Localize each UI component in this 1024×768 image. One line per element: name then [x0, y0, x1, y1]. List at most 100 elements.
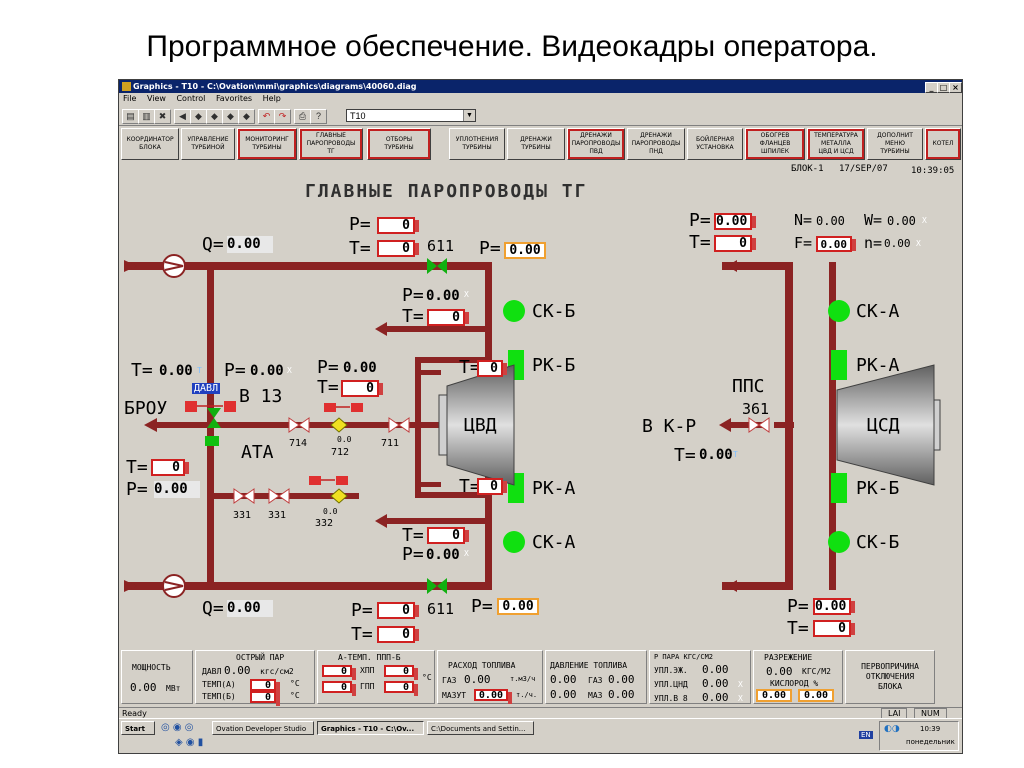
right-rka-label: РК-А [856, 355, 900, 376]
status-ready: Ready [122, 709, 147, 718]
next-icon[interactable]: ◆ [238, 109, 255, 124]
a-temp-panel: А-ТЕМП. ППП-Б 0 ХПП 0 0 ГПП 0 °C [317, 650, 435, 704]
pipe-ska-branch [381, 518, 485, 524]
nav-button-12[interactable]: ДОПОЛНИТ МЕНЮ ТУРБИНЫ [867, 128, 923, 160]
close-diagram-icon[interactable]: ✖ [154, 109, 171, 124]
sk-b-label: СК-Б [532, 301, 576, 322]
nav-button-5[interactable]: УПЛОТНЕНИЯ ТУРБИНЫ [449, 128, 505, 160]
arrow-csd-bottom [727, 580, 737, 592]
nav-button-2[interactable]: МОНИТОРИНГ ТУРБИНЫ [237, 128, 297, 160]
nav-button-1[interactable]: УПРАВЛЕНИЕ ТУРБИНОЙ [181, 128, 235, 160]
menu-view[interactable]: View [146, 94, 166, 103]
sk-a-icon [503, 531, 525, 553]
help-icon[interactable]: ? [310, 109, 327, 124]
t-label: Т= [689, 232, 711, 253]
p-label: Р= [126, 479, 148, 500]
b1-value: 0 [322, 681, 356, 696]
p-label: Р= [349, 214, 371, 235]
pipe-bottom [181, 582, 492, 590]
t-label: Т= [126, 457, 148, 478]
redo-icon[interactable]: ↷ [274, 109, 291, 124]
nav-button-0[interactable]: КООРДИНАТОР БЛОКА [121, 128, 179, 160]
t-label: Т= [674, 445, 696, 466]
mazut-value: 0.00 [474, 689, 512, 704]
upl-v8-value: 0.00 [702, 691, 729, 704]
p-label: Р= [351, 600, 373, 621]
xpp-label: ХПП [360, 666, 375, 675]
pipe-ata [214, 422, 439, 428]
menu-favorites[interactable]: Favorites [215, 94, 253, 103]
nav-button-7[interactable]: ДРЕНАЖИ ПАРОПРОВОДЫ ПВД [567, 128, 625, 160]
upl-cnd-label: УПЛ.ЦНД [654, 680, 688, 689]
diagram-select[interactable]: T10 ▼ [346, 109, 476, 122]
fp-maz-value: 0.00 [608, 688, 635, 701]
chevron-down-icon[interactable]: ▼ [463, 110, 475, 121]
valve-332-value: 0.0 [323, 507, 338, 516]
nav-button-8[interactable]: ДРЕНАЖИ ПАРОПРОВОДЫ ПНД [627, 128, 685, 160]
nav-button-4[interactable]: ОТБОРЫ ТУРБИНЫ [367, 128, 431, 160]
a2-value: 0 [384, 665, 418, 680]
nav-button-3[interactable]: ГЛАВНЫЕ ПАРОПРОВОДЫ ТГ [299, 128, 363, 160]
p-brou-value: 0.00 [250, 363, 284, 379]
valve-712-icon[interactable] [330, 417, 348, 433]
valve-611-top-icon[interactable] [427, 258, 437, 274]
t-right-bottom-value: 0 [813, 620, 855, 637]
t-label: Т= [402, 306, 424, 327]
tray-day: понедельник [906, 738, 955, 746]
taskbar: Start ◎ ◉ ◎ ◈ ◉ ▮ Ovation Developer Stud… [119, 718, 962, 753]
menu-help[interactable]: Help [262, 94, 281, 103]
deg-c: °C [422, 673, 432, 682]
valve-611-bottom-icon[interactable] [427, 578, 437, 594]
language-indicator[interactable]: EN [859, 731, 873, 739]
nav-button-10[interactable]: ОБОГРЕВ ФЛАНЦЕВ ШПИЛЕК [745, 128, 805, 160]
inlet-arrow-top [124, 260, 137, 272]
nav-button-13[interactable]: КОТЕЛ [925, 128, 961, 160]
task-explorer[interactable]: C:\Documents and Settin... [427, 721, 534, 735]
task-graphics[interactable]: Graphics - T10 - C:\Ov... [317, 721, 424, 735]
t-ata-value: 0 [341, 380, 383, 397]
menu-control[interactable]: Control [176, 94, 206, 103]
arrow-csd-top [727, 260, 737, 272]
cvd-label: ЦВД [464, 415, 497, 436]
x-mark: X [287, 366, 292, 375]
valve-331a-label: 331 [233, 510, 252, 521]
davl-badge: ДАВЛ [192, 383, 221, 394]
pipe-diagram [124, 254, 941, 598]
block-label: БЛОК-1 [791, 164, 824, 174]
brou-valve-icon[interactable] [207, 408, 221, 418]
p-right-value: 0.00 [714, 213, 756, 230]
b2-value: 0 [384, 681, 418, 696]
upl-eh-label: УПЛ.ЭЖ. [654, 666, 688, 675]
valve-711-icon[interactable] [388, 417, 400, 433]
pipe-inner-loop-left [415, 357, 421, 497]
t-label: Т= [349, 238, 371, 259]
quicklaunch-icons[interactable]: ◎ ◉ ◎ [161, 722, 194, 733]
valve-331a-icon[interactable] [233, 488, 245, 504]
t-brou-l-value: 0 [151, 459, 189, 476]
upl-cnd-value: 0.00 [702, 677, 729, 690]
close-button[interactable]: × [949, 82, 962, 93]
first-cause-button[interactable]: ПЕРВОПРИЧИНА ОТКЛЮЧЕНИЯ БЛОКА [845, 650, 935, 704]
quicklaunch-icons-row2[interactable]: ◈ ◉ ▮ [175, 737, 204, 748]
tray-icons[interactable]: ◐◑ [884, 724, 900, 734]
q-top-label: Q= [202, 234, 224, 255]
nav-button-9[interactable]: БОЙЛЕРНАЯ УСТАНОВКА [687, 128, 743, 160]
n2-label: n= [864, 234, 883, 252]
toolbar: ▤ ▥ ✖ ◀ ◆ ◆ ◆ ◆ ↶ ↷ ⎙ ? T10 ▼ [119, 106, 962, 126]
valve-332-icon[interactable] [330, 488, 348, 504]
p-right-bottom-value: 0.00 [813, 598, 855, 615]
nav-button-11[interactable]: ТЕМПЕРАТУРА МЕТАЛЛА ЦВД И ЦСД [807, 128, 865, 160]
p-611-top-value: 0.00 [504, 242, 546, 259]
valve-714-icon[interactable] [288, 417, 300, 433]
p-label: Р= [402, 285, 424, 306]
valve-pps-icon[interactable] [748, 417, 760, 433]
valve-331b-icon[interactable] [268, 488, 280, 504]
menu-file[interactable]: File [123, 94, 137, 103]
start-button[interactable]: Start [121, 721, 155, 735]
power-panel: МОЩНОСТЬ 0.00 МВт [121, 650, 193, 704]
p-label: Р= [479, 238, 501, 259]
t-top-left-value: 0 [377, 240, 419, 257]
nav-button-6[interactable]: ДРЕНАЖИ ТУРБИНЫ [507, 128, 565, 160]
right-rka-icon [831, 350, 847, 380]
task-developer-studio[interactable]: Ovation Developer Studio [212, 721, 314, 735]
